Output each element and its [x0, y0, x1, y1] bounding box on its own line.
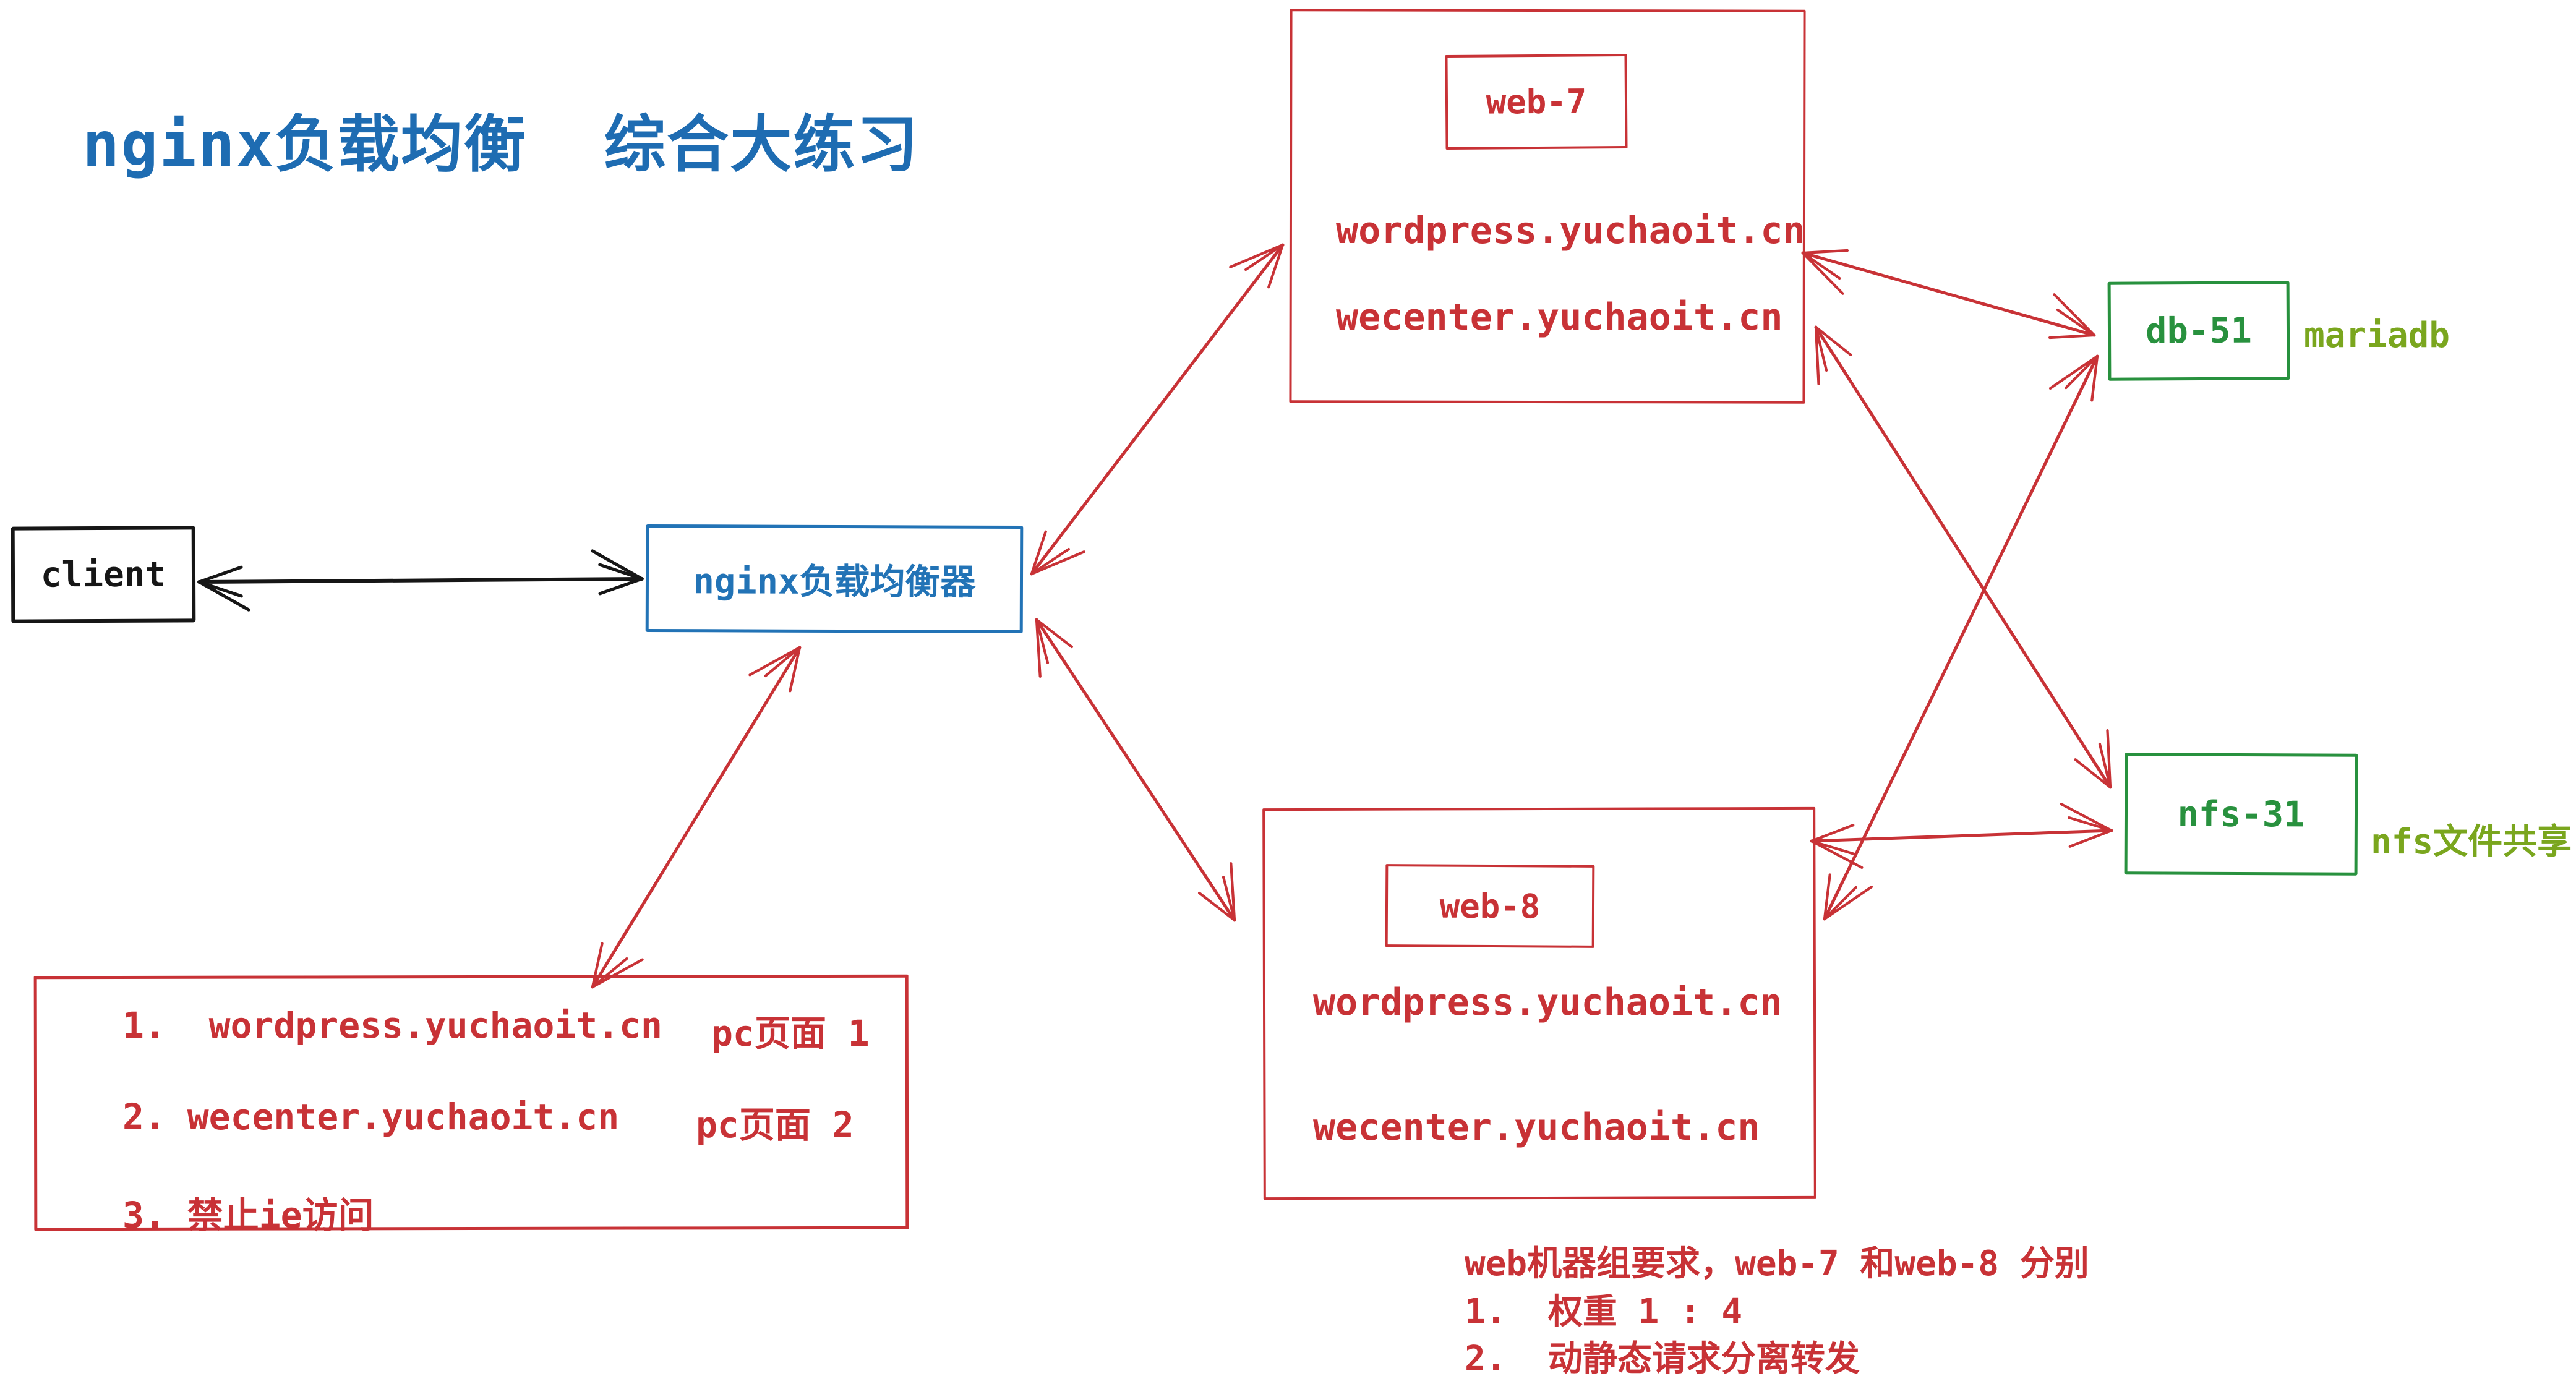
arrow-web7-db — [1801, 249, 2096, 340]
web8-domain-wordpress: wordpress.yuchaoit.cn — [1313, 981, 1782, 1024]
requirement-item: 1. wordpress.yuchaoit.cn — [122, 1004, 662, 1046]
nginx-lb-label: nginx负载均衡器 — [693, 561, 976, 603]
page-title: nginx负载均衡 综合大练习 — [82, 108, 920, 181]
nfs31-label: nfs-31 — [2177, 793, 2305, 835]
node-db51: db-51 — [2107, 281, 2290, 381]
arrow-web8-nfs — [1810, 802, 2113, 870]
web7-label: web-7 — [1486, 82, 1587, 122]
arrow-web7-nfs — [1814, 325, 2112, 789]
node-nginx-lb: nginx负载均衡器 — [645, 524, 1024, 634]
requirement-item: 3. 禁止ie访问 — [122, 1194, 374, 1236]
db51-label: db-51 — [2146, 310, 2252, 352]
requirement-item-note: pc页面 1 — [711, 1012, 870, 1054]
node-nfs31: nfs-31 — [2124, 753, 2358, 876]
web8-domain-wecenter: wecenter.yuchaoit.cn — [1313, 1106, 1760, 1149]
node-web8-title-box: web-8 — [1385, 864, 1595, 948]
arrow-lb-reqbox — [591, 646, 802, 989]
requirement-item: 2. wecenter.yuchaoit.cn — [122, 1096, 620, 1138]
nfs31-note: nfs文件共享 — [2371, 822, 2572, 862]
web-group-note-weight: 1. 权重 1 : 4 — [1465, 1292, 1743, 1332]
web7-domain-wordpress: wordpress.yuchaoit.cn — [1336, 209, 1805, 252]
arrow-lb-web7 — [1030, 243, 1285, 576]
web7-domain-wecenter: wecenter.yuchaoit.cn — [1336, 296, 1783, 339]
node-client: client — [11, 526, 196, 623]
arrow-db-web8 — [1823, 354, 2099, 921]
arrow-client-lb — [197, 549, 644, 612]
web8-label: web-8 — [1439, 886, 1541, 926]
requirement-item-note: pc页面 2 — [696, 1104, 854, 1146]
web-group-note-title: web机器组要求，web-7 和web-8 分别 — [1465, 1244, 2089, 1284]
arrow-lb-web8 — [1035, 618, 1236, 922]
db51-note: mariadb — [2304, 315, 2450, 356]
web-group-note-split: 2. 动静态请求分离转发 — [1465, 1339, 1860, 1376]
node-web7-title-box: web-7 — [1445, 53, 1628, 150]
client-label: client — [40, 554, 166, 595]
